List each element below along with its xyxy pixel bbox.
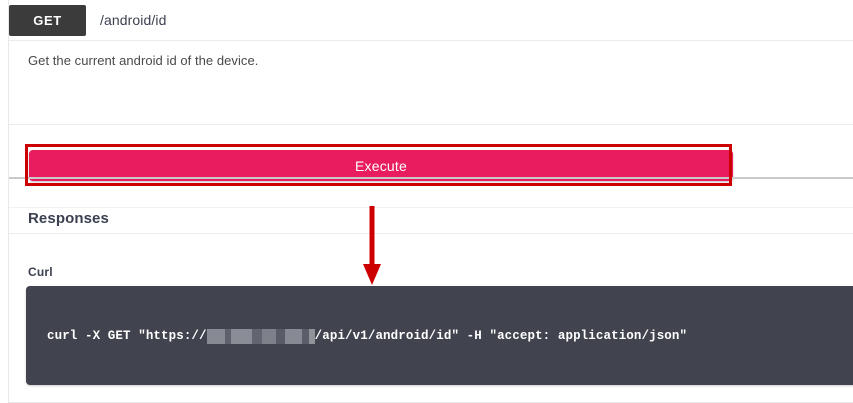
redaction-block bbox=[261, 328, 276, 344]
curl-command-suffix: /api/v1/android/id" -H "accept: applicat… bbox=[314, 329, 688, 343]
http-method-badge: GET bbox=[9, 5, 86, 36]
execute-button-wrapper: Execute bbox=[29, 150, 733, 181]
redaction-block bbox=[308, 328, 315, 344]
divider-below-responses-heading bbox=[9, 233, 853, 234]
execute-button[interactable]: Execute bbox=[29, 150, 733, 181]
divider-above-responses bbox=[9, 207, 853, 208]
redaction-block bbox=[251, 328, 262, 344]
curl-command-text: curl -X GET "https:// /api/v1/android/id"… bbox=[47, 296, 687, 376]
divider-below-execute bbox=[9, 177, 853, 179]
redaction-block bbox=[224, 328, 231, 344]
operation-path: /android/id bbox=[100, 12, 167, 28]
opblock-get-android-id: GET /android/id Get the current android … bbox=[8, 0, 853, 403]
responses-heading: Responses bbox=[28, 210, 109, 227]
redaction-block bbox=[275, 328, 285, 344]
redaction-block bbox=[284, 328, 302, 344]
redaction-block bbox=[206, 328, 225, 344]
divider-above-execute bbox=[9, 124, 853, 125]
opblock-summary[interactable]: GET /android/id bbox=[9, 0, 853, 41]
curl-command-prefix: curl -X GET "https:// bbox=[47, 329, 207, 343]
curl-code-block[interactable]: curl -X GET "https:// /api/v1/android/id"… bbox=[26, 286, 853, 385]
operation-description: Get the current android id of the device… bbox=[28, 53, 259, 68]
redaction-block bbox=[301, 328, 309, 344]
redaction-block bbox=[230, 328, 252, 344]
curl-label: Curl bbox=[28, 265, 53, 279]
